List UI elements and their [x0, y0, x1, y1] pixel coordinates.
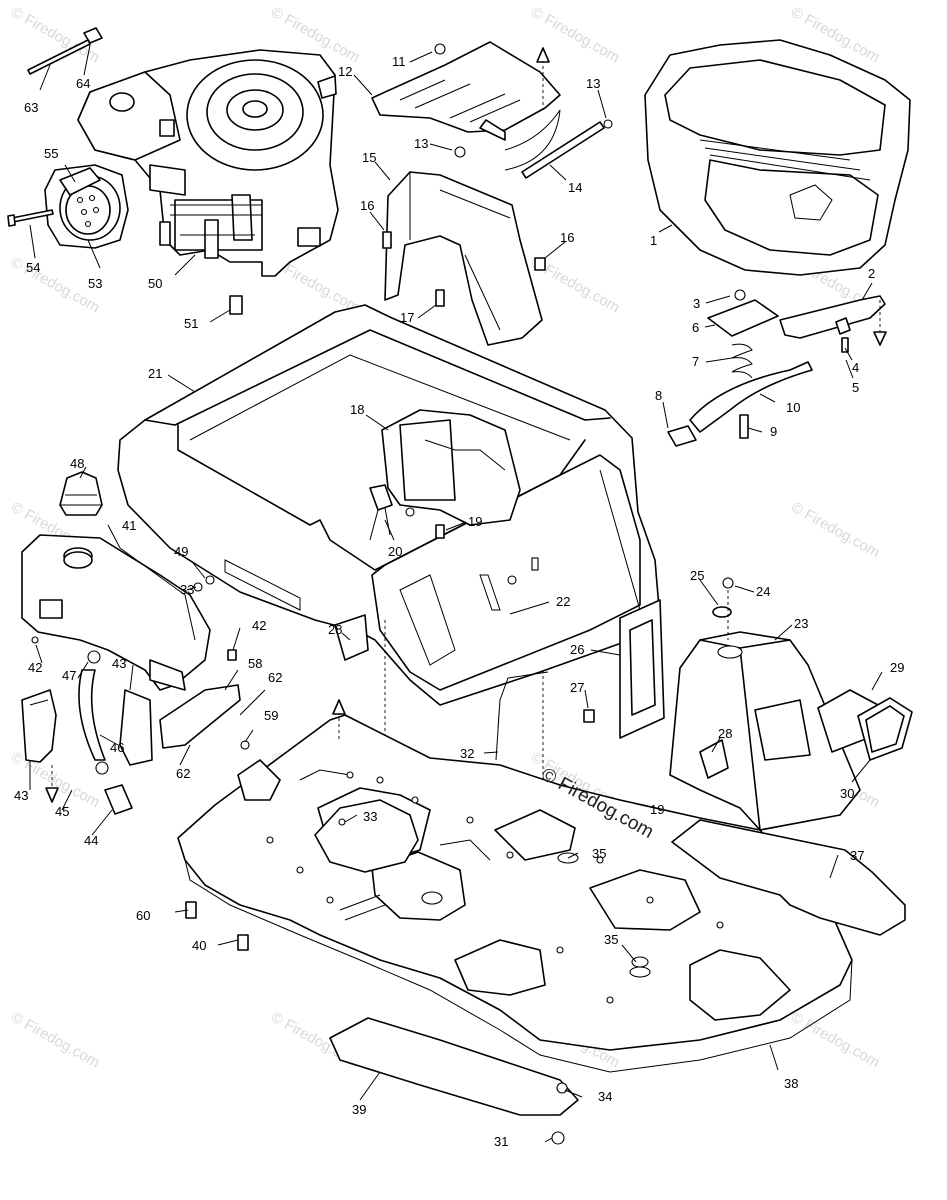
callout-50: 50 [148, 276, 162, 291]
callout-37: 37 [850, 848, 864, 863]
callout-32: 32 [460, 746, 474, 761]
callout-42: 42 [28, 660, 42, 675]
callout-2: 2 [868, 266, 875, 281]
dash-console-part [669, 631, 861, 831]
callout-24: 24 [756, 584, 770, 599]
callout-40: 40 [192, 938, 206, 953]
callout-33: 33 [180, 582, 194, 597]
callout-59: 59 [264, 708, 278, 723]
watermark-text: © Firedog.com [788, 1009, 882, 1072]
callout-48: 48 [70, 456, 84, 471]
callout-26: 26 [570, 642, 584, 657]
callout-46: 46 [110, 740, 124, 755]
callout-53: 53 [88, 276, 102, 291]
callout-20: 20 [388, 544, 402, 559]
muffler-part [44, 164, 129, 249]
callout-31: 31 [494, 1134, 508, 1149]
callout-41: 41 [122, 518, 136, 533]
callout-16: 16 [360, 198, 374, 213]
watermark-text: © Firedog.com [8, 1009, 102, 1072]
callout-58: 58 [248, 656, 262, 671]
seat-part [644, 39, 911, 276]
callout-33: 33 [363, 809, 377, 824]
callout-15: 15 [362, 150, 376, 165]
callout-28: 28 [718, 726, 732, 741]
callout-13: 13 [414, 136, 428, 151]
callout-60: 60 [136, 908, 150, 923]
callout-4: 4 [852, 360, 859, 375]
callout-34: 34 [598, 1089, 612, 1104]
engine-part [77, 49, 339, 277]
fuel-tank-part [21, 534, 211, 691]
callout-6: 6 [692, 320, 699, 335]
callout-23: 23 [794, 616, 808, 631]
callout-55: 55 [44, 146, 58, 161]
callout-19: 19 [650, 802, 664, 817]
callout-62: 62 [268, 670, 282, 685]
callout-7: 7 [692, 354, 699, 369]
leader-lines [29, 44, 883, 1143]
callout-39: 39 [352, 1102, 366, 1117]
callout-27: 27 [570, 680, 584, 695]
callout-63: 63 [24, 100, 38, 115]
callout-22: 22 [556, 594, 570, 609]
callout-30: 30 [840, 786, 854, 801]
callout-17: 17 [400, 310, 414, 325]
callout-11: 11 [392, 54, 406, 69]
callout-51: 51 [184, 316, 198, 331]
callout-13: 13 [586, 76, 600, 91]
callout-3: 3 [693, 296, 700, 311]
callout-49: 49 [174, 544, 188, 559]
callout-43: 43 [112, 656, 126, 671]
callout-12: 12 [338, 64, 352, 79]
callout-labels: 1234567891011121313141516161718191920212… [14, 54, 904, 1149]
callout-45: 45 [55, 804, 69, 819]
watermark-text: © Firedog.com [788, 499, 882, 562]
callout-42: 42 [252, 618, 266, 633]
callout-38: 38 [784, 1076, 798, 1091]
callout-18: 18 [350, 402, 364, 417]
callout-8: 8 [655, 388, 662, 403]
callout-14: 14 [568, 180, 582, 195]
callout-28: 28 [328, 622, 342, 637]
callout-29: 29 [890, 660, 904, 675]
callout-21: 21 [148, 366, 162, 381]
callout-10: 10 [786, 400, 800, 415]
bracket-plate-part [371, 41, 561, 141]
callout-64: 64 [76, 76, 90, 91]
callout-9: 9 [770, 424, 777, 439]
callout-5: 5 [852, 380, 859, 395]
callout-47: 47 [62, 668, 76, 683]
callout-16: 16 [560, 230, 574, 245]
callout-35: 35 [592, 846, 606, 861]
callout-62: 62 [176, 766, 190, 781]
callout-44: 44 [84, 833, 98, 848]
callout-35: 35 [604, 932, 618, 947]
callout-25: 25 [690, 568, 704, 583]
callout-54: 54 [26, 260, 40, 275]
callout-1: 1 [650, 233, 657, 248]
callout-19: 19 [468, 514, 482, 529]
callout-43: 43 [14, 788, 28, 803]
